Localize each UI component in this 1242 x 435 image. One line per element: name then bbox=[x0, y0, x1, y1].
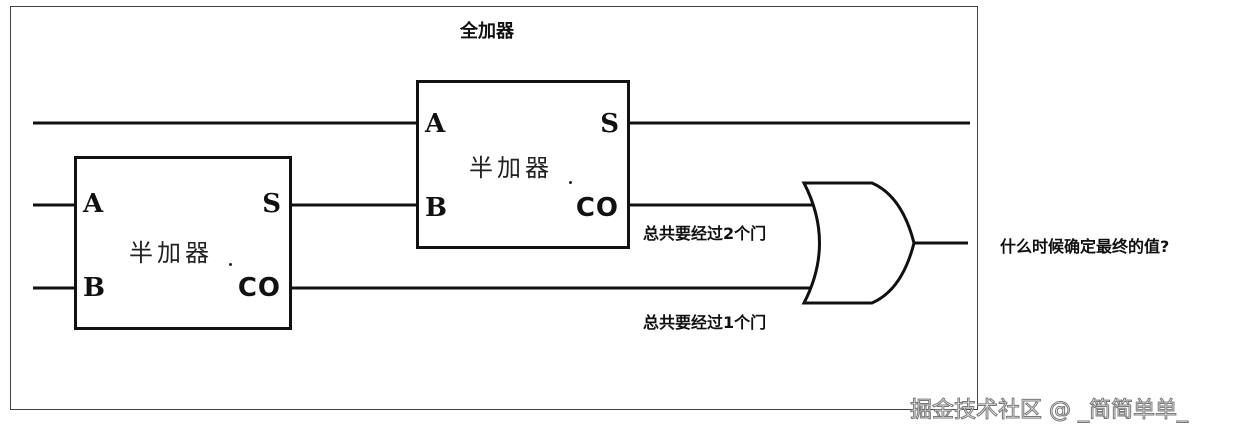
diagram-title: 全加器 bbox=[460, 21, 514, 42]
output-question: 什么时候确定最终的值? bbox=[1000, 237, 1170, 256]
half-adder-label: 半加器 bbox=[129, 239, 213, 267]
pin-co: CO bbox=[237, 273, 281, 303]
note-upper-path: 总共要经过2个门 bbox=[643, 224, 767, 243]
pin-s: S bbox=[262, 189, 281, 219]
half-adder-upper: A B S CO 半加器 bbox=[416, 80, 630, 249]
pin-a: A bbox=[425, 109, 446, 139]
pin-b: B bbox=[83, 273, 105, 303]
dot-mark bbox=[229, 263, 232, 266]
half-adder-lower: A B S CO 半加器 bbox=[74, 156, 292, 330]
pin-a: A bbox=[83, 189, 104, 219]
pin-s: S bbox=[600, 109, 619, 139]
note-lower-path: 总共要经过1个门 bbox=[643, 313, 767, 332]
dot-mark bbox=[569, 181, 572, 184]
pin-co: CO bbox=[575, 193, 619, 223]
diagram-frame bbox=[10, 6, 978, 410]
half-adder-label: 半加器 bbox=[469, 154, 553, 182]
pin-b: B bbox=[425, 193, 447, 223]
or-gate bbox=[801, 181, 916, 305]
watermark: 掘金技术社区 @ _简简单单_ bbox=[910, 398, 1189, 424]
